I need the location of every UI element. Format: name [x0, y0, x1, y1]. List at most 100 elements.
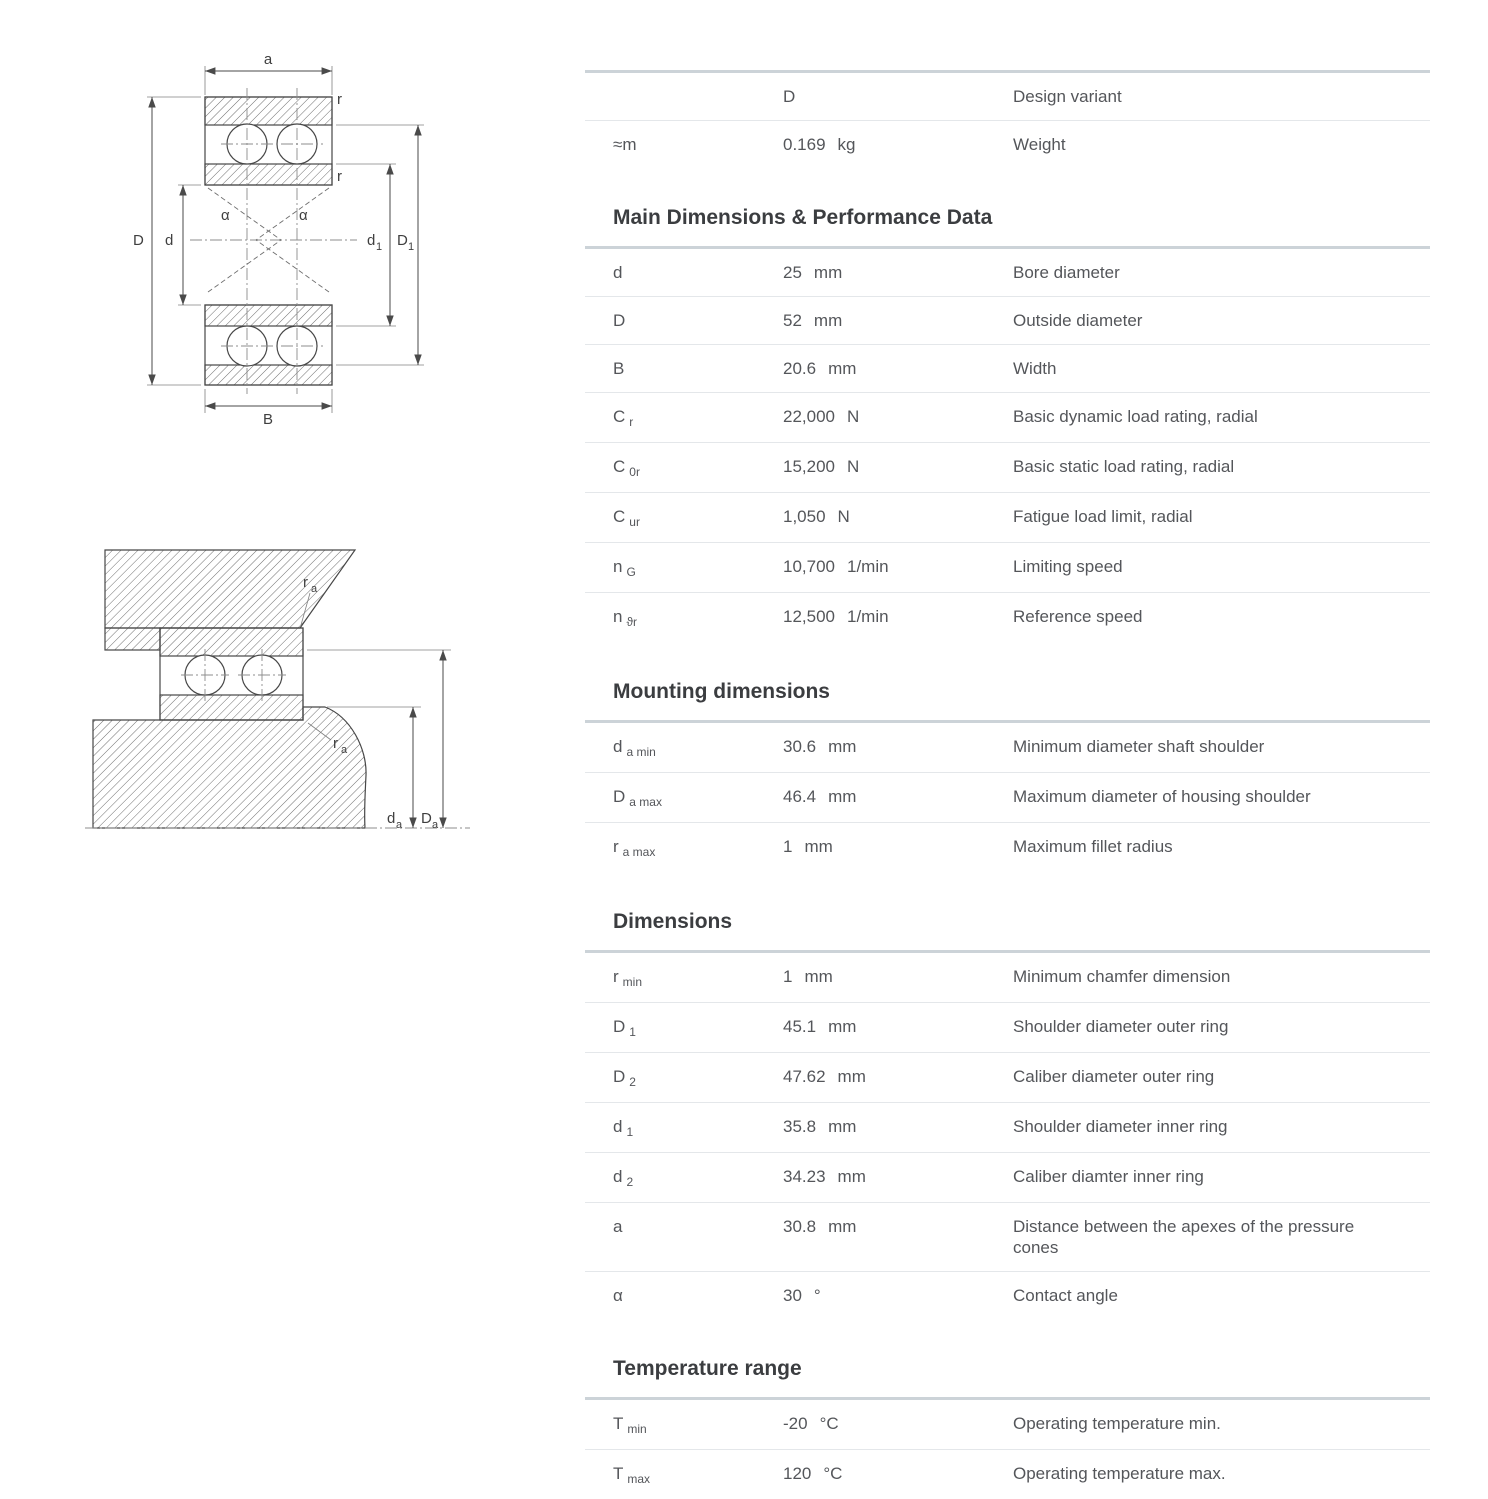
- row-value: 1: [783, 837, 793, 856]
- row-value: 1: [783, 967, 793, 986]
- row-value-cell: 120°C: [783, 1463, 1013, 1486]
- row-symbol-base: α: [613, 1286, 623, 1305]
- row-symbol-sub: ϑr: [626, 615, 638, 629]
- row-value: 1,050: [783, 507, 826, 526]
- row-symbol-base: D: [613, 1017, 626, 1036]
- row-symbol-sub: 1: [629, 1025, 636, 1039]
- dim-label-r-upper: r: [337, 91, 342, 108]
- row-value: 120: [783, 1464, 812, 1483]
- row-value: 12,500: [783, 607, 835, 626]
- shaft-hatch: [92, 706, 367, 829]
- row-symbol-sub: 0r: [629, 465, 640, 479]
- row-symbol-sub: a max: [622, 845, 656, 859]
- dim-label-D1-sub: 1: [408, 241, 414, 253]
- dim-label-da: d: [387, 810, 395, 827]
- row-unit: mm: [828, 787, 857, 806]
- row-value: 30: [783, 1286, 802, 1305]
- spec-row: D Design variant: [585, 73, 1430, 120]
- row-description: Operating temperature max.: [1013, 1464, 1226, 1483]
- row-description: Shoulder diameter outer ring: [1013, 1017, 1229, 1036]
- row-unit: mm: [837, 1167, 866, 1186]
- row-value: 52: [783, 311, 802, 330]
- row-symbol-sub: min: [627, 1422, 647, 1436]
- row-description: Fatigue load limit, radial: [1013, 507, 1193, 526]
- row-unit: mm: [804, 967, 833, 986]
- row-value-cell: 45.1 mm: [783, 1016, 1013, 1039]
- row-symbol-base: T: [613, 1464, 624, 1483]
- row-symbol-base: r: [613, 837, 619, 856]
- row-unit: mm: [828, 1017, 857, 1036]
- row-description: Caliber diamter inner ring: [1013, 1167, 1204, 1186]
- row-symbol: [613, 86, 783, 107]
- row-unit: kg: [837, 135, 856, 154]
- row-value: 30.8: [783, 1217, 817, 1236]
- section-title: Mounting dimensions: [613, 680, 830, 703]
- row-symbol-sub: a max: [629, 795, 662, 809]
- row-value-cell: D: [783, 86, 1013, 107]
- row-symbol-sub: 2: [629, 1075, 636, 1089]
- row-description: Maximum diameter of housing shoulder: [1013, 787, 1311, 806]
- dim-label-d1: d: [367, 232, 375, 249]
- row-unit: mm: [828, 1117, 857, 1136]
- row-symbol: d: [613, 262, 783, 283]
- section-title: Main Dimensions & Performance Data: [613, 206, 993, 229]
- row-value: 0.169: [783, 135, 826, 154]
- row-description: Basic static load rating, radial: [1013, 457, 1235, 476]
- row-value-cell: 1 mm: [783, 966, 1013, 989]
- row-description: Design variant: [1013, 87, 1122, 106]
- dim-label-D1: D: [397, 232, 408, 249]
- dim-label-Da-sub: a: [432, 819, 439, 831]
- row-unit: mm: [828, 737, 857, 756]
- row-description: Outside diameter: [1013, 311, 1143, 330]
- row-description: Minimum chamfer dimension: [1013, 967, 1231, 986]
- row-value: 15,200: [783, 457, 835, 476]
- upper-section-outline: [204, 96, 333, 186]
- section-title: Temperature range: [613, 1357, 802, 1380]
- row-value: 45.1: [783, 1017, 817, 1036]
- row-symbol-base: C: [613, 457, 626, 476]
- row-description: Caliber diameter outer ring: [1013, 1067, 1215, 1086]
- row-unit: 1/min: [847, 557, 889, 576]
- row-symbol-sub: 1: [626, 1125, 634, 1139]
- row-value: 30.6: [783, 737, 817, 756]
- housing-shoulder-hatch: [104, 627, 161, 651]
- row-symbol-base: r: [613, 967, 619, 986]
- bearing-mounting-drawing: r a r a d a D a: [85, 549, 470, 831]
- row-unit: N: [847, 407, 860, 426]
- row-symbol-base: d: [613, 263, 623, 282]
- row-unit: mm: [813, 263, 843, 282]
- row-value: 46.4: [783, 787, 817, 806]
- row-symbol-base: a: [613, 1217, 623, 1236]
- inner-ring-upper-hatch: [204, 163, 333, 186]
- outer-ring-hatch: [159, 627, 304, 657]
- row-symbol: D: [613, 310, 783, 331]
